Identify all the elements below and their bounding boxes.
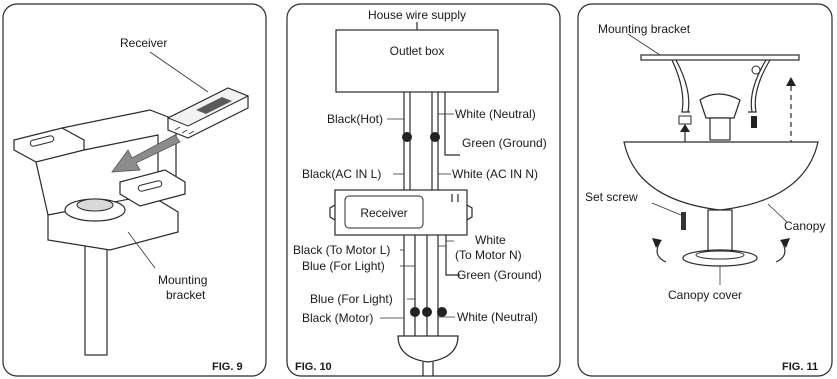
fig11-set-screw — [681, 212, 686, 230]
fig10-label-black-motor: Black (Motor) — [302, 311, 373, 325]
fig9-receiver-leader — [149, 51, 209, 93]
fig9-slot-right — [137, 180, 163, 192]
fig11-set-screw-label: Set screw — [585, 190, 638, 204]
fig10-wire-green-upper — [444, 92, 460, 156]
fig11-bracket-label: Mounting bracket — [598, 22, 691, 36]
fig11-screw-right — [751, 116, 757, 128]
fig10-label-white-ac-in: White (AC IN N) — [452, 167, 538, 181]
fig11-bracket-leg-left-b — [675, 59, 690, 113]
fig11-cover-label: Canopy cover — [668, 288, 742, 302]
fig11-rotate-arrow-right — [775, 241, 786, 263]
fig10-label-white-neutral-lower: White (Neutral) — [457, 310, 538, 324]
fig11-rotate-arrow-left-head — [652, 238, 662, 248]
fig10-connector-blue-2 — [422, 307, 432, 317]
fig11-bracket-leg-right — [748, 59, 771, 113]
fig11-bracket-plate — [640, 54, 800, 61]
fig9-downrod — [84, 239, 108, 356]
fig11-collar-stem — [709, 117, 731, 141]
fig9-frame — [2, 3, 267, 377]
fig10-receiver-plate — [344, 195, 424, 229]
fig11-set-screw-leader — [651, 202, 682, 216]
fig9-bracket-leader — [127, 231, 156, 269]
fig10-leader-white-motor-n — [438, 240, 454, 247]
fig10-label-to-motor-n: (To Motor N) — [455, 248, 522, 262]
fig10-receiver-left-tab — [329, 204, 336, 221]
fig11-arrow-right-head — [786, 77, 796, 86]
fig10-label-white-neutral: White (Neutral) — [455, 107, 536, 121]
fig9-receiver-label: Receiver — [120, 36, 167, 50]
fig10-label-blue-light-1: Blue (For Light) — [302, 259, 385, 273]
fig9-receiver-module — [166, 87, 250, 139]
fig11-collar — [699, 93, 741, 119]
fig11-canopy-leader — [767, 203, 788, 223]
fig9-bracket-label-line2: bracket — [166, 288, 206, 302]
fig10-label-black-ac-in: Black(AC IN L) — [302, 167, 381, 181]
fig9-caption: FIG. 9 — [212, 361, 243, 373]
fig11-canopy-cover-inner — [695, 250, 745, 260]
fig10-label-blue-light-2: Blue (For Light) — [310, 292, 393, 306]
fig9-bracket-top-rim — [61, 109, 177, 180]
fig9-bracket-arm-left — [13, 127, 85, 163]
fig9-insert-arrow — [111, 134, 181, 173]
fig10-connector-black — [402, 132, 412, 142]
fig9-collar-top — [76, 198, 114, 212]
fig9-slot-left — [29, 135, 55, 147]
fig11-rotate-arrow-right-head — [780, 238, 790, 248]
fig11-rotate-arrow-left — [656, 241, 667, 263]
fig10-outlet-box-label: Outlet box — [390, 44, 445, 58]
fig10-outlet-box — [335, 29, 499, 93]
fig10-motor-housing — [397, 335, 459, 363]
fig10-label-green-ground: Green (Ground) — [462, 136, 547, 150]
fig10-label-green-ground-lower: Green (Ground) — [457, 268, 542, 282]
fig10-receiver-label: Receiver — [360, 206, 407, 220]
fig9-panel: Receiver Mounting bracket FIG. 9 — [2, 3, 267, 377]
fig10-receiver-right-tab — [466, 204, 473, 221]
fig10-label-black-to-motor: Black (To Motor L) — [293, 243, 390, 257]
fig11-screw-tab-left — [678, 115, 692, 125]
fig11-panel: Mounting bracket Set screw Canopy Canopy… — [577, 3, 833, 377]
fig10-connector-blue-1 — [410, 307, 420, 317]
fig11-bracket-leg-right-b — [750, 59, 767, 113]
fig11-canopy-bowl — [623, 141, 819, 211]
fig10-supply-label: House wire supply — [368, 8, 466, 22]
fig10-label-white: White — [475, 233, 506, 247]
fig10-caption: FIG. 10 — [295, 361, 332, 373]
fig10-panel: House wire supply Outlet box Receiver — [286, 3, 561, 377]
fig10-connector-white — [430, 132, 440, 142]
fig11-bracket-leader — [627, 33, 661, 56]
fig10-connector-white-lower — [437, 307, 447, 317]
fig10-wire-green-lower — [445, 235, 460, 276]
fig11-bracket-leg-left — [671, 59, 690, 113]
fig11-caption: FIG. 11 — [782, 361, 818, 373]
fig11-canopy-label: Canopy — [784, 219, 825, 233]
fig9-bracket-label-line1: Mounting — [158, 273, 207, 287]
fig11-bracket-hook — [751, 65, 761, 75]
fig11-arrow-left-head — [680, 124, 690, 132]
fig11-frame — [577, 3, 833, 377]
fig9-bracket-leg-left — [35, 161, 49, 216]
fig10-label-black-hot: Black(Hot) — [327, 112, 383, 126]
